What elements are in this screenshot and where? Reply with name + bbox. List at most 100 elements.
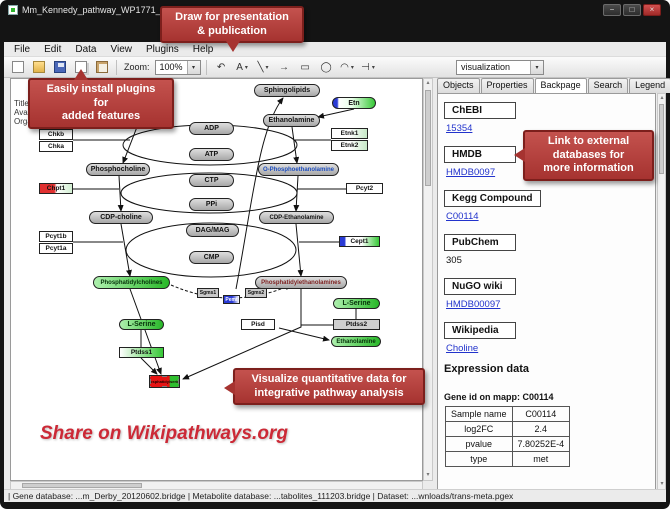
pathway-node-cdp-ethanolamine[interactable]: CDP-Ethanolamine: [259, 211, 334, 224]
scroll-up-icon[interactable]: ▴: [426, 80, 430, 86]
scroll-down-icon[interactable]: ▾: [660, 481, 664, 487]
expression-table-cell: log2FC: [445, 421, 513, 437]
menu-help[interactable]: Help: [192, 43, 214, 55]
minimize-button[interactable]: −: [603, 4, 621, 16]
pathway-node-ethanolamine-bottom[interactable]: Ethanolamine: [331, 336, 381, 347]
tab-properties[interactable]: Properties: [480, 78, 534, 93]
pathway-node-chpt1[interactable]: Chpt1: [39, 183, 73, 194]
pathway-node-etn[interactable]: Etn: [332, 97, 376, 109]
menu-data[interactable]: Data: [75, 43, 97, 55]
backpage-link[interactable]: HMDB0097: [446, 167, 496, 178]
pathway-node-sgms2[interactable]: Sgms2: [245, 288, 267, 298]
pathway-node-chkb[interactable]: Chkb: [39, 129, 73, 140]
pathway-node-pcyt1b[interactable]: Pcyt1b: [39, 231, 73, 242]
maximize-button[interactable]: □: [623, 4, 641, 16]
line-dropdown-icon[interactable]: ▾: [265, 64, 269, 71]
label-dropdown-icon[interactable]: ▾: [244, 64, 248, 71]
selection-handle[interactable]: [150, 386, 151, 387]
line-tool-button[interactable]: ╲▾: [257, 61, 269, 73]
scrollbar-thumb[interactable]: [22, 483, 142, 488]
backpage-link[interactable]: C00114: [446, 211, 479, 222]
pathway-node-phosphatidylserines[interactable]: Phosphatidylserines: [149, 375, 180, 388]
paste-button[interactable]: [92, 59, 111, 76]
selection-handle[interactable]: [178, 376, 179, 377]
scroll-down-icon[interactable]: ▾: [426, 472, 430, 478]
pathway-node-ethanolamine-top[interactable]: Ethanolamine: [263, 114, 320, 127]
selection-handle[interactable]: [161, 376, 167, 377]
arc-tool-button[interactable]: ◠▾: [340, 61, 354, 73]
selection-handle[interactable]: [150, 376, 151, 377]
pathway-node-phosphocholine[interactable]: Phosphocholine: [86, 163, 150, 176]
selection-handle[interactable]: [178, 378, 179, 384]
pathway-node-l-serine-right[interactable]: L-Serine: [333, 298, 380, 309]
panel-vertical-scrollbar[interactable]: ▴ ▾: [657, 93, 666, 490]
interaction-dropdown-icon[interactable]: ▾: [371, 64, 375, 71]
scroll-up-icon[interactable]: ▴: [660, 95, 664, 101]
scrollbar-thumb[interactable]: [425, 90, 431, 186]
zoom-select[interactable]: 100% ▾: [154, 59, 201, 75]
arc-dropdown-icon[interactable]: ▾: [350, 64, 354, 71]
pathway-node-atp[interactable]: ATP: [189, 148, 234, 161]
close-button[interactable]: ×: [643, 4, 661, 16]
tab-search[interactable]: Search: [587, 78, 629, 93]
menu-file[interactable]: File: [14, 43, 31, 55]
new-button[interactable]: [8, 59, 27, 76]
pathway-node-pemt[interactable]: Pemt: [223, 295, 240, 304]
selection-handle[interactable]: [178, 386, 179, 387]
paste-icon: [95, 61, 108, 73]
selection-handle[interactable]: [161, 386, 167, 387]
pathway-node-cept1[interactable]: Cept1: [339, 236, 380, 247]
pathway-node-phosphatidylcholines[interactable]: Phosphatidylcholines: [93, 276, 170, 289]
backpage-link[interactable]: HMDB00097: [446, 299, 501, 310]
tab-legend[interactable]: Legend: [629, 78, 670, 93]
backpage-section-header: Kegg Compound: [444, 190, 541, 207]
pathway-node-sphingolipids[interactable]: Sphingolipids: [254, 84, 320, 97]
tab-backpage[interactable]: Backpage: [534, 78, 587, 93]
pathway-node-ctp[interactable]: CTP: [189, 174, 234, 187]
callout-line: added features: [61, 110, 141, 122]
chevron-down-icon[interactable]: ▾: [186, 60, 200, 74]
pathway-node-pisd[interactable]: Pisd: [241, 319, 275, 330]
pathway-node-pcyt2[interactable]: Pcyt2: [346, 183, 383, 194]
pathway-node-sgms1[interactable]: Sgms1: [197, 288, 219, 298]
pathway-node-etnk2[interactable]: Etnk2: [331, 140, 368, 151]
label-tool-button[interactable]: A▾: [236, 61, 248, 73]
pathway-node-phosphatidylethanolamines[interactable]: Phosphatidylethanolamines: [255, 276, 347, 289]
canvas-vertical-scrollbar[interactable]: ▴ ▾: [423, 78, 433, 481]
menu-plugins[interactable]: Plugins: [145, 43, 179, 55]
backpage-link[interactable]: Choline: [446, 343, 479, 354]
pathway-node-chka[interactable]: Chka: [39, 141, 73, 152]
app-icon: [8, 5, 18, 15]
menu-edit[interactable]: Edit: [44, 43, 62, 55]
window-controls: −□×: [603, 4, 661, 16]
pathway-node-adp[interactable]: ADP: [189, 122, 234, 135]
undo-tool-button[interactable]: ↶: [216, 61, 226, 73]
pathway-node-pcyt1a[interactable]: Pcyt1a: [39, 243, 73, 254]
tab-objects[interactable]: Objects: [437, 78, 480, 93]
pathway-node-cmp[interactable]: CMP: [189, 251, 234, 264]
pathway-node-o-phosphoethanolamine[interactable]: O-Phosphoethanolamine: [258, 163, 339, 176]
open-button[interactable]: [29, 59, 48, 76]
pathway-node-dag-mag[interactable]: DAG/MAG: [186, 224, 239, 237]
pathway-node-l-serine-left[interactable]: L-Serine: [119, 319, 164, 330]
pathway-node-cdp-choline[interactable]: CDP-choline: [89, 211, 153, 224]
status-bar: | Gene database: ...m_Derby_20120602.bri…: [4, 489, 666, 502]
chevron-down-icon[interactable]: ▾: [530, 60, 543, 74]
save-button[interactable]: [50, 59, 69, 76]
pathway-node-ptdss2[interactable]: Ptdss2: [333, 319, 380, 330]
visualization-select[interactable]: visualization ▾: [456, 59, 544, 75]
menu-view[interactable]: View: [110, 43, 132, 55]
arrow-tool-button[interactable]: →: [279, 61, 290, 73]
pathway-node-etnk1[interactable]: Etnk1: [331, 128, 368, 139]
oval-tool-button[interactable]: ◯: [320, 61, 332, 73]
pathway-node-ppi[interactable]: PPi: [189, 198, 234, 211]
backpage-link[interactable]: 15354: [446, 123, 473, 134]
scrollbar-thumb[interactable]: [659, 104, 664, 174]
pathway-node-ptdss1[interactable]: Ptdss1: [119, 347, 164, 358]
backpage-section-header: NuGO wiki: [444, 278, 516, 295]
rectangle-tool-button[interactable]: ▭: [300, 61, 310, 73]
interaction-tool-button[interactable]: ⊣▾: [361, 61, 375, 73]
selection-handle[interactable]: [150, 378, 151, 384]
pathway-canvas[interactable]: Title:AvailOrganSphingolipidsEtnCholineA…: [10, 78, 423, 481]
